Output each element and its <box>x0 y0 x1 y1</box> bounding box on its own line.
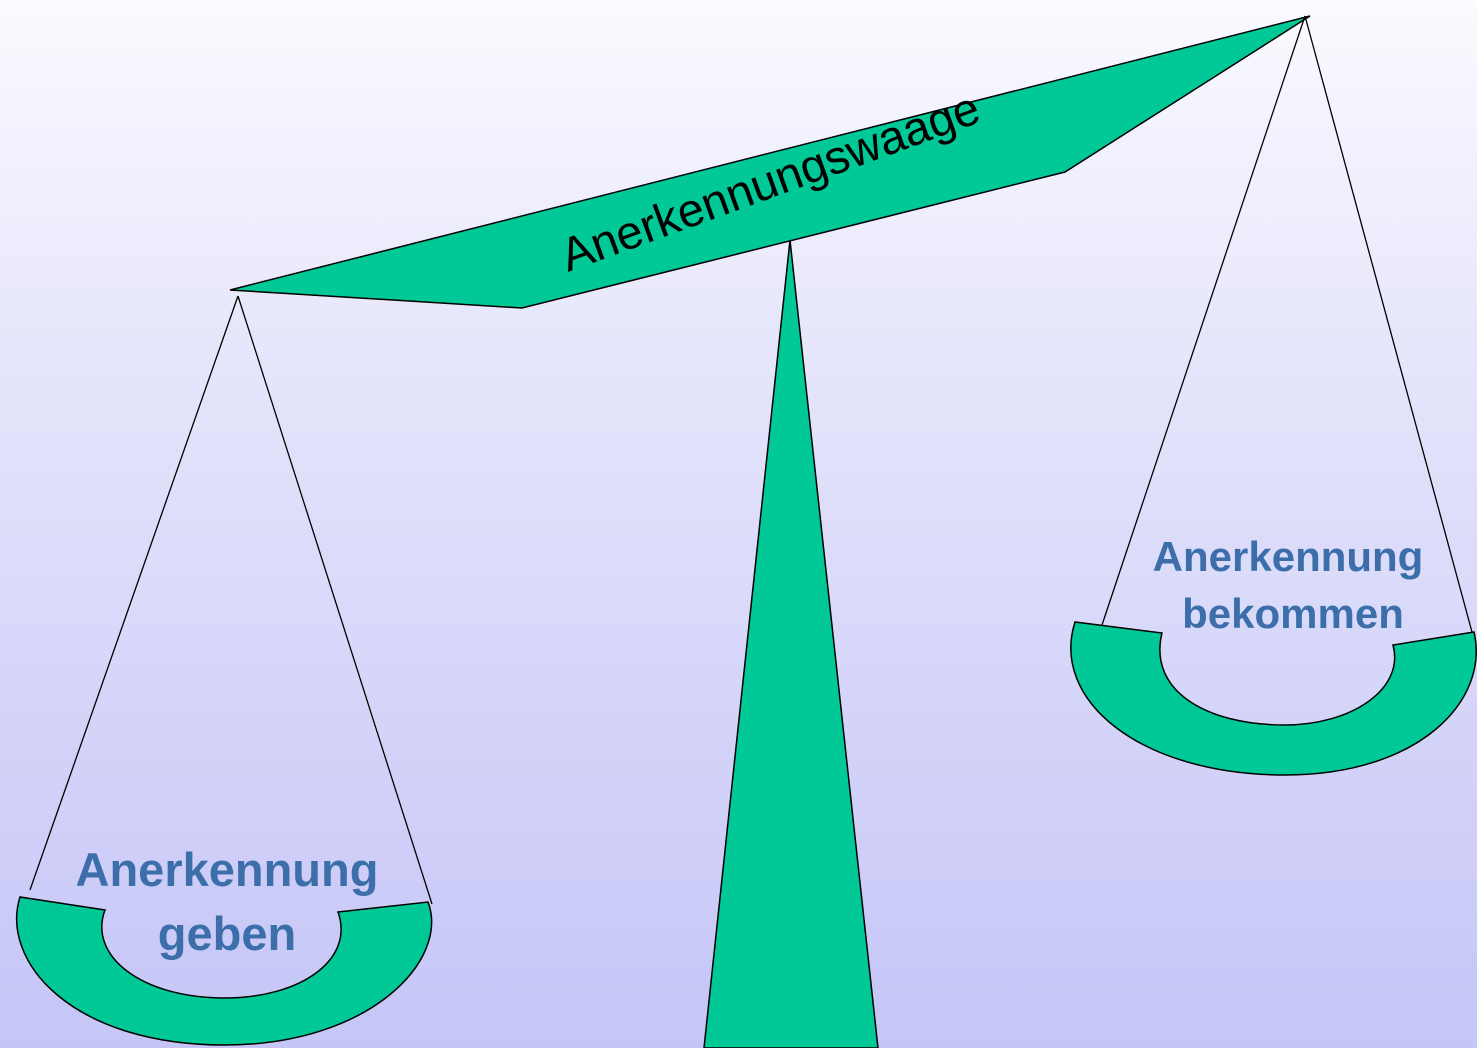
left-pan <box>15 896 433 1046</box>
right-pan-string-left <box>1101 15 1306 626</box>
left-pan-string-left <box>29 295 239 891</box>
left-pan-string-right <box>237 295 433 905</box>
right-pan-string-right <box>1304 15 1473 633</box>
right-pan <box>1070 621 1477 776</box>
left-pan-label-line1: Anerkennung <box>76 843 379 896</box>
scale-beam <box>229 15 1311 309</box>
right-pan-label-line1: Anerkennung <box>1153 533 1424 580</box>
right-pan-label-line2: bekommen <box>1182 590 1404 637</box>
scale-pillar <box>703 239 879 1048</box>
left-pan-label-line2: geben <box>158 907 296 960</box>
